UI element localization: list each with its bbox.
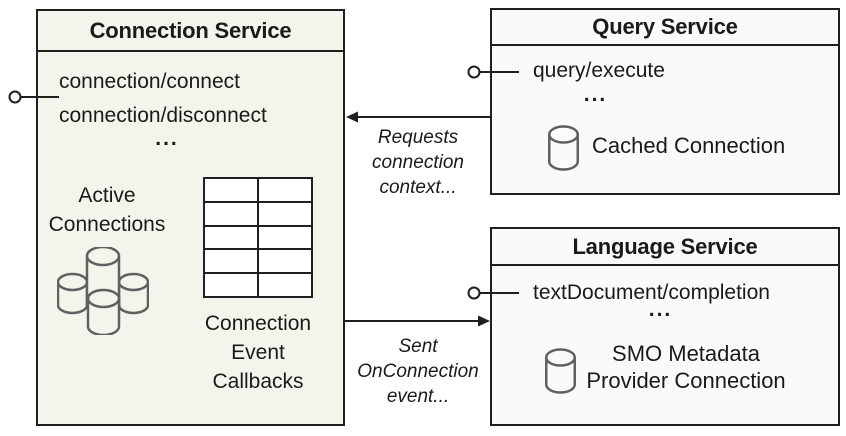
query-service-ellipsis: ...: [583, 83, 608, 106]
connection-event-callbacks-label: Connection Event Callbacks: [204, 312, 312, 393]
table-cell: [205, 179, 257, 201]
smo-metadata-provider-label: SMO Metadata Provider Connection: [586, 341, 786, 393]
query-service-method: query/execute: [533, 59, 665, 82]
arrow-connection-to-language: [345, 315, 490, 327]
callbacks-table: [203, 177, 313, 298]
connection-service-methods: connection/connect connection/disconnect: [59, 70, 267, 127]
arrow-query-to-connection: [346, 111, 490, 123]
arrowhead-left-icon: [346, 111, 358, 123]
table-cell: [205, 250, 257, 273]
table-cell: [205, 202, 257, 225]
connection-service-ellipsis: ...: [155, 127, 179, 150]
language-service-ellipsis: ...: [648, 298, 673, 321]
table-cell: [205, 274, 257, 296]
database-cluster-icon: [57, 247, 149, 335]
sent-onconnection-event-label: Sent OnConnection event...: [357, 336, 479, 407]
cached-connection-label: Cached Connection: [592, 133, 786, 158]
query-service-title: Query Service: [492, 10, 838, 46]
database-icon: [545, 348, 576, 394]
table-cell: [259, 226, 311, 249]
arrowhead-right-icon: [478, 315, 490, 327]
table-cell: [259, 179, 311, 201]
connection-service-box: Connection Service connection/connect co…: [36, 9, 345, 426]
language-service-title: Language Service: [492, 229, 838, 266]
query-service-box: Query Service query/execute ... Cached C…: [490, 8, 840, 195]
table-cell: [259, 274, 311, 296]
active-connections-label: Active Connections: [48, 184, 166, 236]
connection-service-title: Connection Service: [38, 11, 343, 52]
table-cell: [259, 202, 311, 225]
table-cell: [205, 226, 257, 249]
language-service-method: textDocument/completion: [533, 281, 770, 304]
database-icon: [548, 125, 579, 171]
table-cell: [259, 250, 311, 273]
requests-connection-context-label: Requests connection context...: [372, 127, 464, 198]
language-service-box: Language Service textDocument/completion…: [490, 227, 840, 426]
